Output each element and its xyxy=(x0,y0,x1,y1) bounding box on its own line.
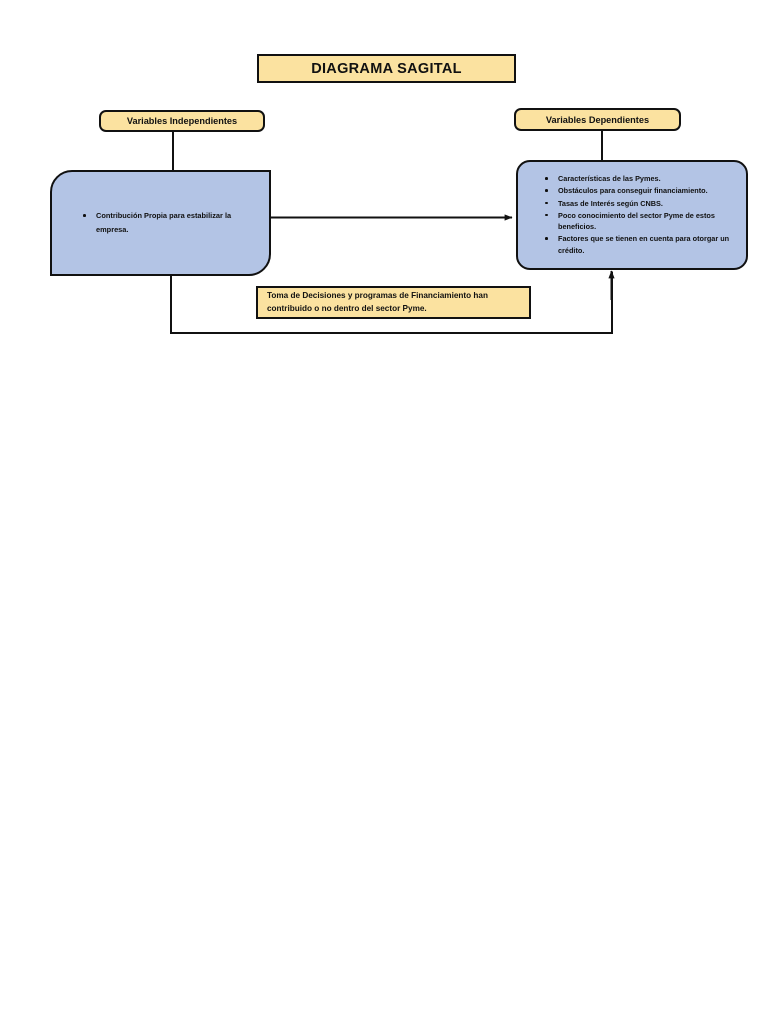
feedback-line-up xyxy=(611,272,613,333)
label-variables-dependientes-text: Variables Dependientes xyxy=(545,114,650,125)
list-item: Contribución Propia para estabilizar la … xyxy=(83,209,261,236)
list-item: Tasas de Interés según CNBS. xyxy=(545,198,732,209)
list-item: Factores que se tienen en cuenta para ot… xyxy=(545,233,732,256)
label-variables-dependientes: Variables Dependientes xyxy=(514,108,681,131)
list-item: Características de las Pymes. xyxy=(545,173,732,184)
feedback-line-across xyxy=(170,332,613,334)
connector-label-to-dependent-box xyxy=(601,130,603,161)
statement-text: Toma de Decisiones y programas de Financ… xyxy=(267,290,488,313)
label-variables-independientes-text: Variables Independientes xyxy=(126,116,238,126)
label-variables-independientes: Variables Independientes xyxy=(99,110,265,132)
dependent-bullet-list: Características de las Pymes. Obstáculos… xyxy=(518,173,746,257)
box-variables-dependientes: Características de las Pymes. Obstáculos… xyxy=(516,160,748,270)
diagram-title-box: DIAGRAMA SAGITAL xyxy=(257,54,516,83)
list-item: Obstáculos para conseguir financiamiento… xyxy=(545,185,732,196)
box-variables-independientes: Contribución Propia para estabilizar la … xyxy=(50,170,271,276)
list-item: Poco conocimiento del sector Pyme de est… xyxy=(545,210,732,233)
feedback-line-down xyxy=(170,276,172,333)
connector-label-to-independent-box xyxy=(172,131,174,171)
diagram-title-text: DIAGRAMA SAGITAL xyxy=(311,60,462,77)
independent-bullet-list: Contribución Propia para estabilizar la … xyxy=(52,209,269,237)
box-statement: Toma de Decisiones y programas de Financ… xyxy=(256,286,531,319)
